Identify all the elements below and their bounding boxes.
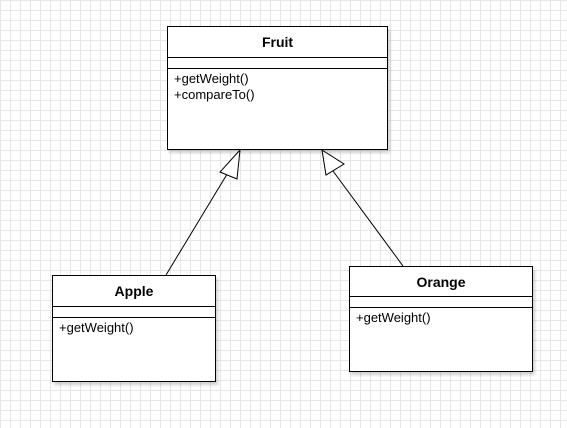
generalization-apple-fruit[interactable]	[165, 148, 241, 276]
connector-line	[165, 165, 233, 276]
operation: +getWeight()	[174, 71, 249, 86]
class-name: Fruit	[168, 27, 387, 58]
class-fruit[interactable]: Fruit +getWeight() +compareTo()	[167, 26, 388, 150]
attributes-compartment	[168, 58, 387, 69]
generalization-orange-fruit[interactable]	[321, 148, 404, 267]
class-name: Orange	[350, 267, 532, 297]
class-name: Apple	[53, 276, 215, 307]
operation: +compareTo()	[174, 87, 255, 102]
class-orange[interactable]: Orange +getWeight()	[349, 266, 533, 372]
operation: +getWeight()	[59, 320, 134, 335]
connector-line	[332, 170, 404, 267]
operations-compartment: +getWeight() +compareTo()	[168, 69, 387, 103]
operation: +getWeight()	[356, 310, 431, 325]
operations-compartment: +getWeight()	[53, 318, 215, 336]
hollow-triangle-arrowhead	[219, 148, 241, 180]
attributes-compartment	[350, 297, 532, 308]
hollow-triangle-arrowhead	[321, 148, 345, 176]
class-apple[interactable]: Apple +getWeight()	[52, 275, 216, 382]
operations-compartment: +getWeight()	[350, 308, 532, 326]
attributes-compartment	[53, 307, 215, 318]
